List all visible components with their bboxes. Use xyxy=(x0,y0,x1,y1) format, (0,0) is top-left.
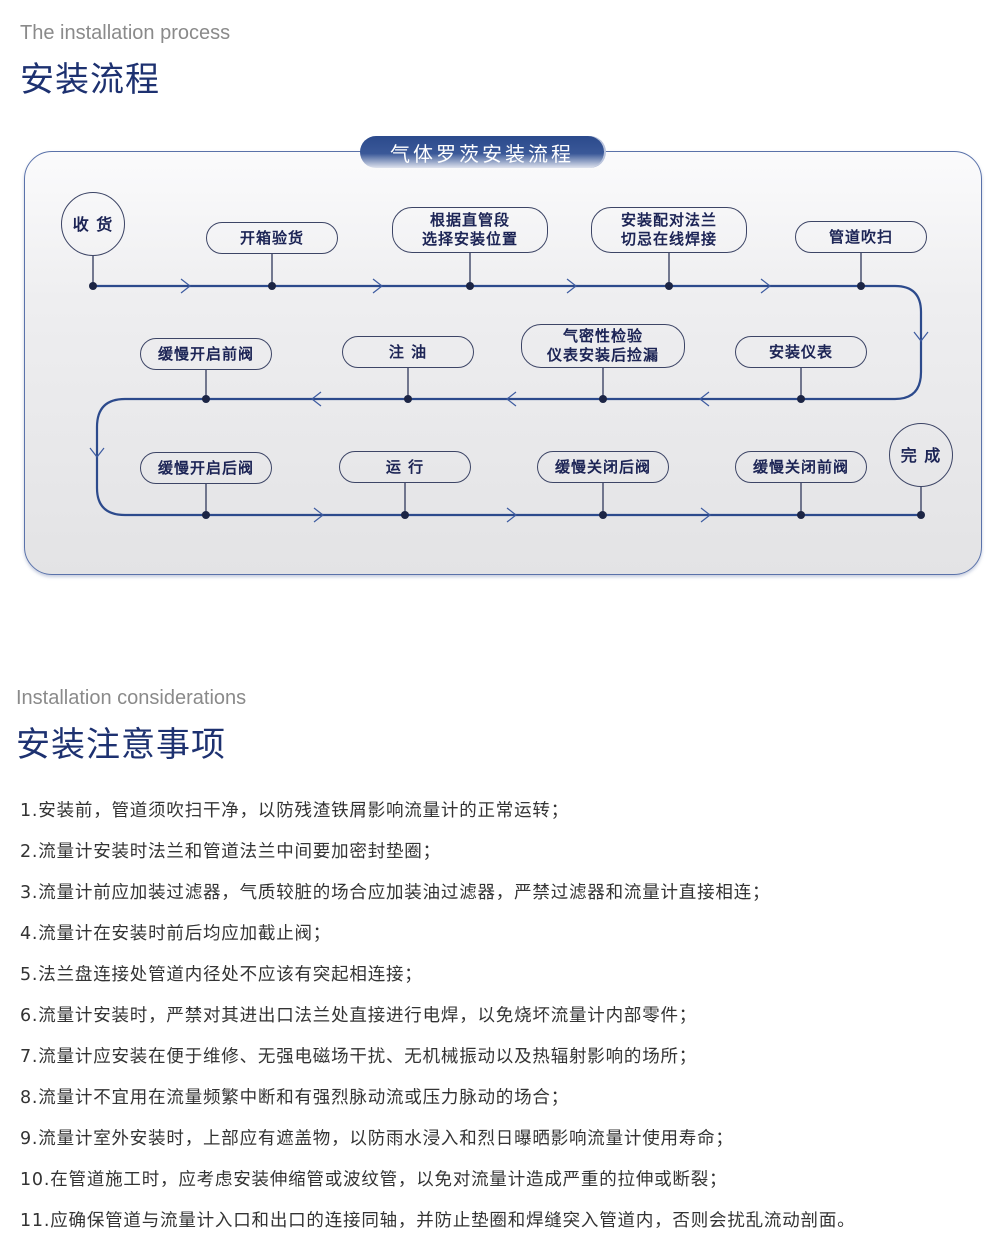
arrow-down-icon xyxy=(913,331,929,342)
flow-step-dot xyxy=(857,282,865,290)
flow-step-row3-4: 缓慢关闭前阀 xyxy=(735,451,867,483)
flow-step-row1-1: 收 货 xyxy=(61,192,125,256)
process-subtitle-en: The installation process xyxy=(20,22,231,44)
flow-step-dot xyxy=(917,511,925,519)
consideration-item: 11.应确保管道与流量计入口和出口的连接同轴，并防止垫圈和焊缝突入管道内，否则会… xyxy=(20,1211,856,1231)
consideration-item: 8.流量计不宜用在流量频繁中断和有强烈脉动流或压力脉动的场合； xyxy=(20,1088,569,1108)
flow-step-dot xyxy=(599,395,607,403)
consideration-item: 1.安装前，管道须吹扫干净，以防残渣铁屑影响流量计的正常运转； xyxy=(20,801,569,821)
arrow-down-icon xyxy=(89,447,105,458)
consideration-item: 3.流量计前应加装过滤器，气质较脏的场合应加装油过滤器，严禁过滤器和流量计直接相… xyxy=(20,883,771,903)
flow-step-dot xyxy=(202,395,210,403)
arrow-right-icon xyxy=(180,278,191,294)
arrow-right-icon xyxy=(313,507,324,523)
consideration-item: 2.流量计安装时法兰和管道法兰中间要加密封垫圈； xyxy=(20,842,441,862)
arrow-right-icon xyxy=(566,278,577,294)
flowchart-connectors xyxy=(89,253,929,523)
arrow-left-icon xyxy=(699,391,710,407)
arrow-right-icon xyxy=(700,507,711,523)
consideration-item: 9.流量计室外安装时，上部应有遮盖物，以防雨水浸入和烈日曝晒影响流量计使用寿命； xyxy=(20,1129,734,1149)
flow-step-row1-3: 根据直管段 选择安装位置 xyxy=(392,207,548,253)
flow-line xyxy=(93,284,923,517)
flow-step-row3-3: 缓慢关闭后阀 xyxy=(537,451,669,483)
flow-step-row1-4: 安装配对法兰 切忌在线焊接 xyxy=(591,207,747,253)
arrow-right-icon xyxy=(372,278,383,294)
flow-step-row2-1: 缓慢开启前阀 xyxy=(140,338,272,370)
flow-step-dot xyxy=(797,511,805,519)
flow-step-dot xyxy=(404,395,412,403)
flow-step-dot xyxy=(401,511,409,519)
flow-step-row3-2: 运 行 xyxy=(339,451,471,483)
consideration-item: 4.流量计在安装时前后均应加截止阀； xyxy=(20,924,332,944)
flow-step-row2-3: 气密性检验 仪表安装后捡漏 xyxy=(521,324,685,368)
flow-step-dot xyxy=(89,282,97,290)
arrow-left-icon xyxy=(311,391,322,407)
arrow-right-icon xyxy=(760,278,771,294)
consideration-item: 10.在管道施工时，应考虑安装伸缩管或波纹管，以免对流量计造成严重的拉伸或断裂； xyxy=(20,1170,728,1190)
considerations-title: 安装注意事项 xyxy=(16,725,226,765)
flow-step-dot xyxy=(797,395,805,403)
flow-step-dot xyxy=(599,511,607,519)
consideration-item: 6.流量计安装时，严禁对其进出口法兰处直接进行电焊，以免烧坏流量计内部零件； xyxy=(20,1006,698,1026)
considerations-list: 1.安装前，管道须吹扫干净，以防残渣铁屑影响流量计的正常运转； 2.流量计安装时法… xyxy=(20,797,855,1248)
flow-step-row1-5: 管道吹扫 xyxy=(795,221,927,253)
considerations-subtitle-en: Installation considerations xyxy=(16,687,247,709)
flow-step-row3-1: 缓慢开启后阀 xyxy=(140,452,272,484)
flow-step-dot xyxy=(202,511,210,519)
flow-step-row1-2: 开箱验货 xyxy=(206,222,338,254)
flow-step-dot xyxy=(268,282,276,290)
consideration-item: 5.法兰盘连接处管道内径处不应该有突起相连接； xyxy=(20,965,423,985)
flow-step-dot xyxy=(466,282,474,290)
consideration-item: 7.流量计应安装在便于维修、无强电磁场干扰、无机械振动以及热辐射影响的场所； xyxy=(20,1047,698,1067)
flowchart-title: 气体罗茨安装流程 xyxy=(360,136,604,168)
flow-step-dot xyxy=(665,282,673,290)
arrow-left-icon xyxy=(506,391,517,407)
flow-step-row2-4: 安装仪表 xyxy=(735,336,867,368)
flow-step-row2-2: 注 油 xyxy=(342,336,474,368)
flow-step-row3-5: 完 成 xyxy=(889,423,953,487)
arrow-right-icon xyxy=(506,507,517,523)
process-title: 安装流程 xyxy=(20,60,160,100)
